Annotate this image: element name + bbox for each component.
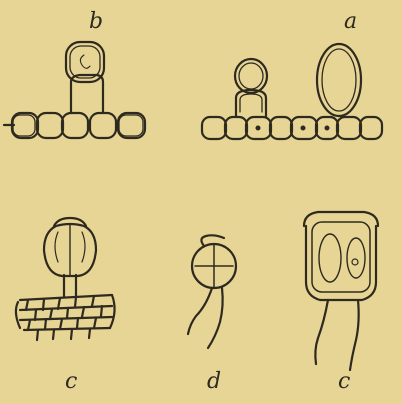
label-c-left: c — [65, 371, 77, 393]
sporangium-c-right — [304, 212, 378, 370]
label-c-right: c — [338, 371, 350, 393]
spore-d — [188, 235, 236, 348]
filament-a — [202, 117, 382, 139]
label-b: b — [89, 11, 103, 33]
sporangium-c-left — [44, 218, 96, 297]
branch-a-small — [235, 59, 267, 116]
branch-b — [66, 42, 104, 113]
tissue-c-left — [16, 295, 115, 340]
label-d: d — [207, 371, 221, 393]
label-a: a — [344, 11, 357, 33]
filament-b — [4, 113, 145, 138]
branch-a-large — [317, 44, 361, 116]
